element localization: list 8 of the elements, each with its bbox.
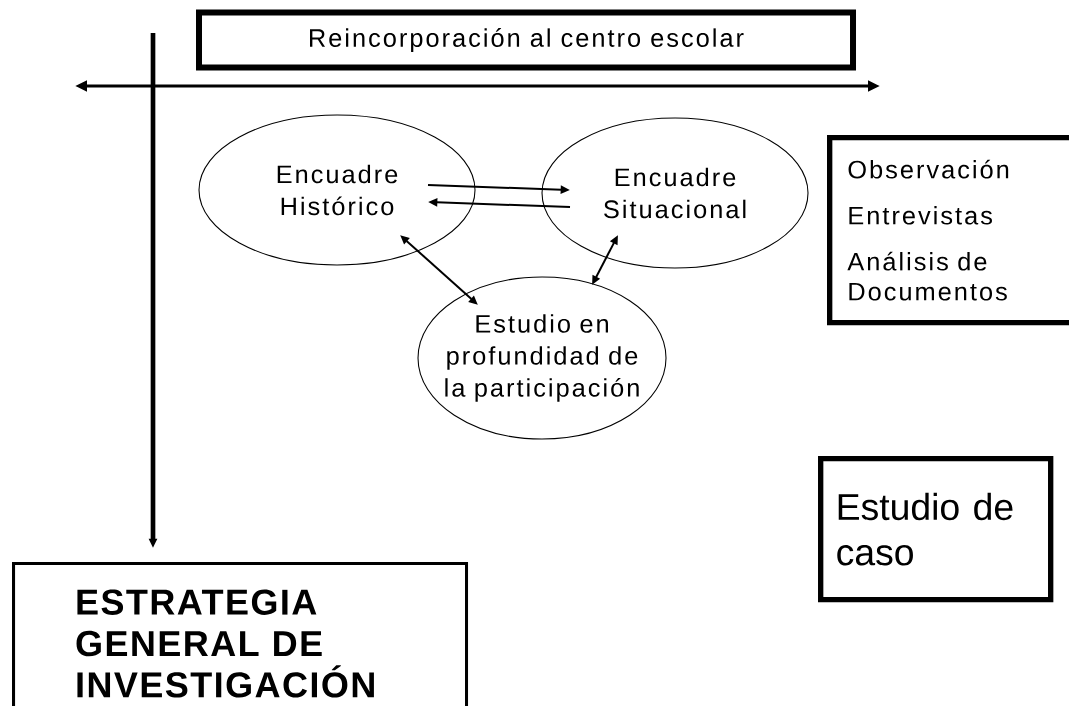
case-study-box: Estudio de caso [818,456,1054,603]
title-box: Reincorporación al centro escolar [196,9,856,71]
arrow [400,235,478,305]
strategy-box: ESTRATEGIA GENERAL DE INVESTIGACIÓN [12,562,469,706]
ellipse-node: Encuadre Situacional [541,117,809,269]
ellipse-node: Estudio en profundidad de la participación [417,276,667,440]
ellipse-node: Encuadre Histórico [198,114,476,266]
method-list-box: Observación Entrevistas Análisis de Documentos [827,135,1069,326]
